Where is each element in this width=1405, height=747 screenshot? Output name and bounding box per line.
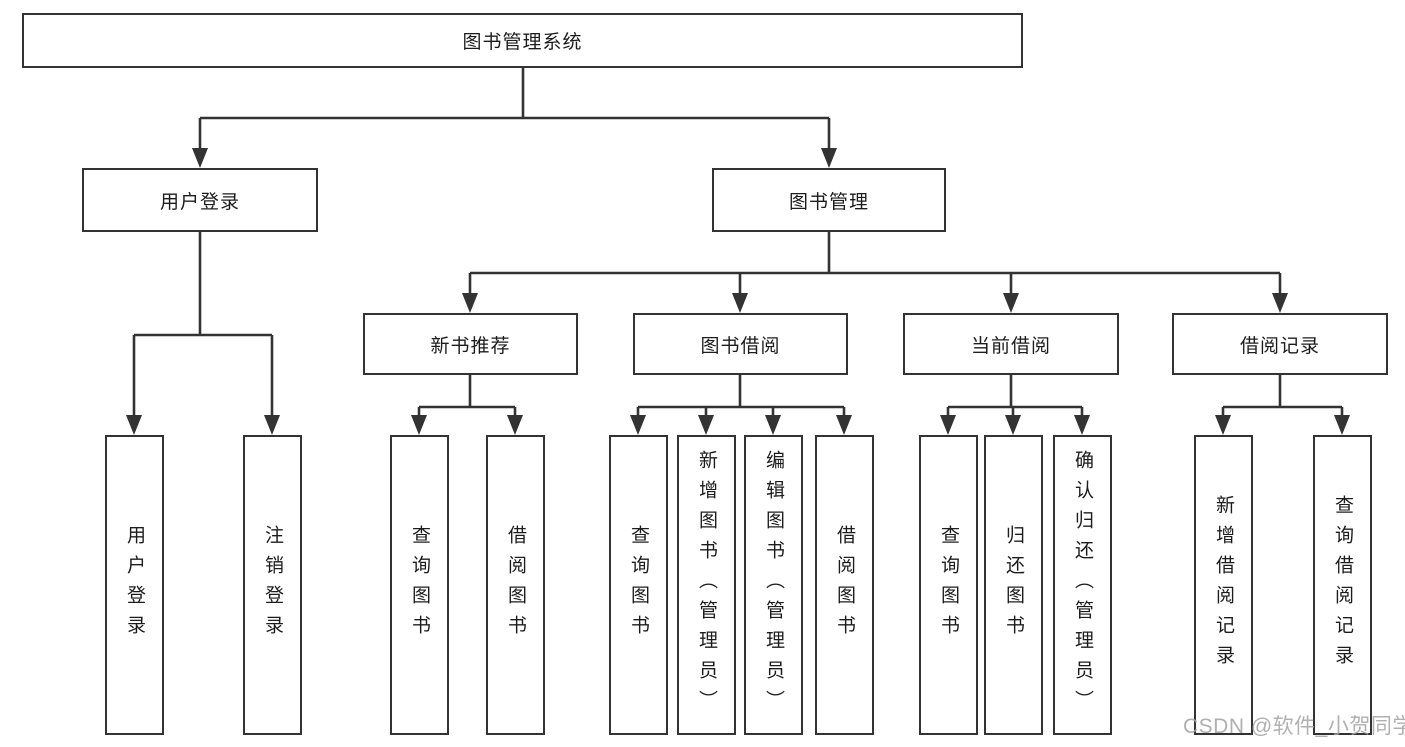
leaf-add-borrow-record: 新增借阅记录 (1194, 435, 1253, 735)
node-user-login: 用户登录 (82, 168, 318, 232)
leaf-add-book-admin: 新增图书（管理员） (677, 435, 736, 735)
leaf-logout: 注销登录 (243, 435, 302, 735)
connector-current-borrow (940, 375, 1090, 435)
node-book-borrow: 图书借阅 (633, 313, 848, 375)
leaf-query-borrow-record: 查询借阅记录 (1313, 435, 1372, 735)
node-new-book-recommend: 新书推荐 (363, 313, 578, 375)
connector-user-login (126, 232, 280, 435)
leaf-query-books-borrow: 查询图书 (609, 435, 668, 735)
node-book-management: 图书管理 (712, 168, 946, 232)
watermark: CSDN @软件_小贺同学 (1183, 715, 1405, 738)
node-root-system: 图书管理系统 (22, 13, 1023, 68)
node-borrow-records: 借阅记录 (1172, 313, 1388, 375)
leaf-borrow-books-recommend: 借阅图书 (486, 435, 545, 735)
leaf-edit-book-admin: 编辑图书（管理员） (744, 435, 803, 735)
connector-new-book-recommend (411, 375, 523, 435)
leaf-confirm-return-admin: 确认归还（管理员） (1053, 435, 1112, 735)
connector-borrow-records (1215, 375, 1350, 435)
connector-book-management (462, 232, 1288, 313)
leaf-query-books-recommend: 查询图书 (390, 435, 449, 735)
connector-book-borrow (630, 375, 852, 435)
leaf-borrow-books: 借阅图书 (815, 435, 874, 735)
leaf-user-login: 用户登录 (105, 435, 164, 735)
leaf-return-book: 归还图书 (984, 435, 1043, 735)
leaf-query-books-current: 查询图书 (919, 435, 978, 735)
connector-root (192, 68, 837, 168)
node-current-borrow: 当前借阅 (903, 313, 1119, 375)
